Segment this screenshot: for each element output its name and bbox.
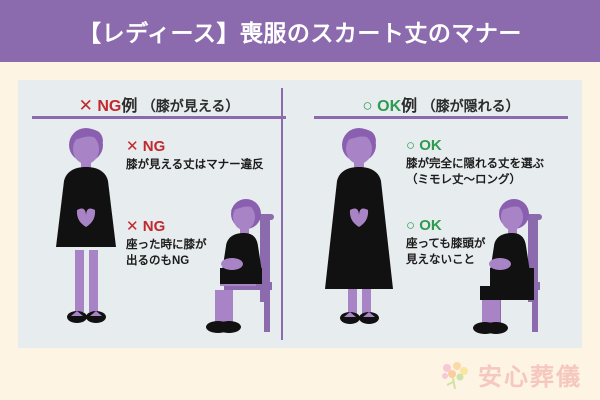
illustration-ng-seated-woman — [198, 198, 296, 338]
note-ng-1-body: 膝が見える丈はマナー違反 — [126, 159, 264, 171]
note-ok-2-body: 座っても膝頭が見えないこと — [406, 238, 486, 266]
column-ok: ○ OK例 （膝が隠れる） ○ OK 膝が完全に隠れる丈を選ぶ（ミモレ丈～ロング… — [300, 80, 582, 348]
circle-icon: ○ — [406, 137, 416, 154]
cross-icon: ✕ — [126, 138, 139, 155]
column-divider — [281, 88, 283, 340]
column-ng: ✕ NG例 （膝が見える） ✕ NG 膝が見える丈はマナー違反 ✕ NG 座った… — [18, 80, 300, 348]
note-ng-2-label: ✕ NG — [126, 218, 166, 235]
column-ng-rule — [32, 116, 286, 119]
brand-logo: 安心葬儀 — [438, 357, 582, 392]
page-title: 【レディース】喪服のスカート丈のマナー — [78, 20, 522, 46]
column-ng-header: ✕ NG例 （膝が見える） — [18, 92, 300, 116]
title-bar: 【レディース】喪服のスカート丈のマナー — [0, 0, 600, 62]
cross-icon: ✕ — [126, 218, 139, 235]
note-ok-1-label: ○ OK — [406, 137, 442, 154]
column-ok-suffix: 例 — [401, 98, 418, 115]
column-ng-paren: （膝が見える） — [141, 98, 240, 114]
circle-icon: ○ — [362, 96, 373, 115]
brand-name: 安心葬儀 — [478, 364, 582, 391]
note-ok-1: ○ OK 膝が完全に隠れる丈を選ぶ（ミモレ丈～ロング） — [406, 137, 566, 188]
note-ng-2-body: 座った時に膝が出るのもNG — [126, 239, 207, 267]
column-ng-suffix: 例 — [121, 98, 138, 115]
illustration-ok-standing-woman — [318, 122, 398, 337]
flower-bouquet-icon — [442, 361, 468, 389]
column-ng-word: NG — [97, 98, 122, 115]
illustration-ok-seated-woman — [462, 198, 566, 338]
note-ng-2: ✕ NG 座った時に膝が出るのもNG — [126, 217, 286, 269]
note-ok-2-label: ○ OK — [406, 217, 442, 234]
cross-icon: ✕ — [78, 96, 93, 115]
column-ok-rule — [314, 116, 568, 119]
column-ok-word: OK — [377, 98, 402, 115]
note-ng-1-label: ✕ NG — [126, 138, 166, 155]
illustration-ng-standing-woman — [48, 122, 124, 337]
column-ok-paren: （膝が隠れる） — [421, 98, 520, 114]
note-ng-1: ✕ NG 膝が見える丈はマナー違反 — [126, 137, 286, 174]
note-ok-2: ○ OK 座っても膝頭が見えないこと — [406, 217, 566, 268]
circle-icon: ○ — [406, 217, 416, 234]
column-ok-header: ○ OK例 （膝が隠れる） — [300, 92, 582, 116]
note-ok-1-body: 膝が完全に隠れる丈を選ぶ（ミモレ丈～ロング） — [406, 158, 544, 186]
